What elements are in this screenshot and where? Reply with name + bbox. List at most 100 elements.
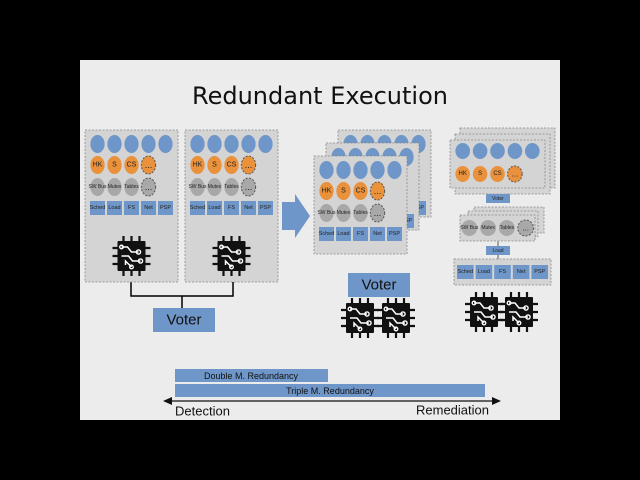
service-box bbox=[141, 201, 156, 215]
service-label: Load bbox=[108, 205, 120, 211]
small-load-label: Load bbox=[492, 248, 503, 254]
app-circle bbox=[507, 165, 523, 183]
service-label: PSP bbox=[389, 231, 400, 237]
service-box bbox=[336, 227, 351, 241]
app-circle bbox=[353, 182, 368, 200]
blue-circle bbox=[507, 143, 523, 159]
blue-circle bbox=[90, 135, 105, 153]
axis-arrow-right bbox=[492, 397, 501, 405]
library-circle bbox=[517, 219, 534, 237]
library-label: Tables bbox=[124, 184, 139, 190]
service-label: FS bbox=[128, 205, 135, 211]
service-box bbox=[158, 201, 173, 215]
app-circle bbox=[224, 156, 239, 174]
service-label: FS bbox=[499, 269, 506, 275]
app-label: CS bbox=[493, 171, 501, 177]
library-label: Mutex bbox=[337, 210, 351, 216]
library-circle bbox=[319, 204, 334, 222]
service-label: PSP bbox=[160, 205, 171, 211]
service-box bbox=[457, 265, 474, 279]
blue-circle bbox=[387, 161, 402, 179]
service-box bbox=[512, 265, 530, 279]
library-circle bbox=[140, 177, 157, 197]
app-label: ... bbox=[512, 170, 519, 179]
blue-circle bbox=[258, 135, 273, 153]
app-circle bbox=[336, 182, 351, 200]
blue-circle bbox=[524, 143, 540, 159]
blue-circle bbox=[107, 135, 122, 153]
app-circle bbox=[369, 181, 386, 201]
app-circle bbox=[140, 155, 157, 175]
service-label: Sched bbox=[319, 231, 335, 237]
app-label: HK bbox=[459, 171, 467, 177]
app-label: S bbox=[212, 162, 217, 169]
service-box bbox=[124, 201, 139, 215]
app-label: ... bbox=[374, 186, 382, 196]
blue-circle bbox=[455, 143, 471, 159]
blue-circle bbox=[158, 135, 173, 153]
app-circle bbox=[490, 166, 505, 182]
blue-circle bbox=[224, 135, 239, 153]
service-label: Load bbox=[478, 269, 490, 275]
service-label: Sched bbox=[457, 269, 473, 275]
app-circle bbox=[107, 156, 122, 174]
app-circle bbox=[455, 166, 471, 182]
blue-circle bbox=[319, 161, 334, 179]
service-label: Net bbox=[373, 231, 382, 237]
service-box bbox=[90, 201, 105, 215]
library-circle bbox=[480, 220, 496, 236]
library-circle bbox=[207, 178, 222, 196]
app-label: CS bbox=[356, 188, 366, 195]
service-label: Net bbox=[517, 269, 526, 275]
service-label: Net bbox=[144, 205, 153, 211]
library-circle bbox=[336, 204, 351, 222]
service-label: FS bbox=[357, 231, 364, 237]
library-label: ... bbox=[522, 224, 529, 233]
arrow-right-icon bbox=[282, 194, 310, 238]
voter-box-dmr bbox=[153, 308, 215, 332]
library-circle bbox=[499, 220, 515, 236]
blue-circle bbox=[190, 135, 205, 153]
service-box bbox=[207, 201, 222, 215]
tmr-bar bbox=[175, 384, 485, 397]
small-voter-label: Voter bbox=[492, 196, 504, 202]
service-label: Load bbox=[208, 205, 220, 211]
library-circle bbox=[124, 178, 139, 196]
app-label: S bbox=[478, 171, 482, 177]
app-label: ... bbox=[145, 160, 153, 170]
app-label: HK bbox=[322, 188, 332, 195]
voter-box-tmr bbox=[348, 273, 410, 297]
service-label: PSP bbox=[534, 269, 545, 275]
app-label: HK bbox=[193, 162, 203, 169]
blue-circle bbox=[472, 143, 488, 159]
voter-connector bbox=[130, 282, 234, 308]
library-label: ... bbox=[145, 182, 153, 192]
app-circle bbox=[190, 156, 205, 174]
blue-circle bbox=[207, 135, 222, 153]
cpu-icon bbox=[463, 290, 505, 334]
library-label: Mutex bbox=[208, 184, 222, 190]
service-label: Net bbox=[244, 205, 253, 211]
app-circle bbox=[124, 156, 139, 174]
blue-circle bbox=[490, 143, 505, 159]
cpu-icon bbox=[211, 234, 252, 278]
service-box bbox=[531, 265, 548, 279]
app-label: ... bbox=[245, 160, 253, 170]
blue-circle bbox=[141, 135, 156, 153]
blue-circle bbox=[353, 161, 368, 179]
library-label: SW Bus bbox=[88, 184, 107, 190]
library-label: SW Bus bbox=[317, 210, 336, 216]
service-box bbox=[475, 265, 493, 279]
library-circle bbox=[353, 204, 368, 222]
blue-circle bbox=[241, 135, 256, 153]
app-circle bbox=[90, 156, 105, 174]
cpu-icon bbox=[498, 290, 540, 334]
app-label: S bbox=[341, 188, 346, 195]
library-circle bbox=[90, 178, 105, 196]
service-label: Load bbox=[337, 231, 349, 237]
blue-circle bbox=[370, 161, 385, 179]
